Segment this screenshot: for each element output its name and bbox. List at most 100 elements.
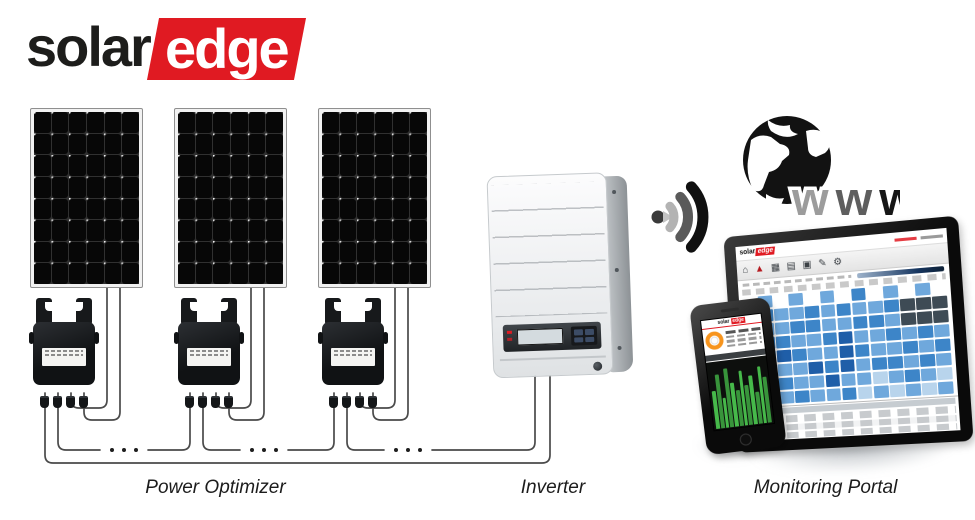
panel-cell: [374, 112, 392, 133]
portal-grid-cell: [870, 342, 886, 357]
logo-text-solar: solar: [26, 15, 152, 78]
inverter-groove: [499, 355, 606, 362]
mounting-hook-icon: [364, 298, 381, 325]
panel-cell: [230, 133, 248, 155]
portal-grid-cell: [883, 299, 900, 313]
panel-cell: [339, 263, 357, 284]
portal-grid-cell: [920, 367, 937, 382]
connector-nub: [355, 396, 364, 408]
panel-cell: [374, 133, 392, 155]
caption-monitoring-portal: Monitoring Portal: [753, 477, 898, 498]
panel-cell: [104, 263, 122, 284]
panel-cell: [195, 176, 213, 198]
panel-cell: [357, 155, 374, 176]
portal-grid-cell: [775, 335, 791, 349]
panel-cell: [104, 176, 122, 198]
portal-grid-cell: [886, 341, 903, 356]
portal-grid-cell: [868, 314, 885, 329]
reports-icon: ▣: [802, 258, 812, 271]
panel-cell: [104, 112, 122, 133]
mounting-hook-icon: [220, 298, 237, 325]
caption-power-optimizer: Power Optimizer: [145, 477, 286, 498]
panel-cell: [230, 198, 248, 220]
solar-panel-cells: [322, 112, 427, 284]
connector-nub: [329, 396, 338, 408]
panel-cell: [248, 133, 266, 155]
portal-grid-cell: [773, 294, 788, 307]
panel-cell: [51, 263, 69, 284]
optimizer-body: [29, 322, 99, 385]
connector-nub: [185, 396, 194, 408]
portal-grid-cell: [774, 321, 790, 336]
panel-cell: [248, 198, 266, 220]
panel-cell: [34, 155, 51, 176]
phone-energy-chart: [706, 355, 774, 431]
panel-cell: [178, 155, 195, 176]
portal-grid-cell: [806, 333, 822, 347]
portal-grid-cell: [869, 328, 886, 343]
inverter-keypad: [570, 325, 598, 346]
portal-grid-cell: [837, 316, 853, 331]
portal-grid-cell: [887, 355, 904, 370]
portal-grid-cell: [778, 376, 794, 391]
panel-cell: [339, 155, 357, 176]
portal-logo-edge: edge: [754, 246, 776, 257]
panel-cell: [266, 220, 283, 241]
solaredge-logo: solar edge: [26, 15, 306, 80]
www-letter-3: w: [878, 172, 900, 225]
panel-cell: [266, 133, 283, 155]
portal-grid-cell: [932, 295, 948, 310]
portal-grid-cell: [902, 340, 919, 355]
connector-nub: [342, 396, 351, 408]
panel-cell: [230, 112, 248, 133]
portal-grid-cell: [856, 371, 872, 386]
portal-grid-cell: [937, 366, 953, 381]
panel-cell: [392, 112, 410, 133]
panel-cell: [213, 155, 230, 176]
panel-cell: [392, 155, 410, 176]
panel-cell: [213, 176, 230, 198]
energy-gauge-icon: [704, 330, 725, 351]
panel-cell: [86, 263, 104, 284]
portal-grid-cell: [899, 284, 915, 298]
panel-cell: [69, 176, 86, 198]
connector-nub: [79, 396, 88, 408]
panel-cell: [122, 155, 139, 176]
portal-grid-cell: [888, 369, 905, 384]
portal-grid-cell: [804, 292, 819, 305]
portal-grid-cell: [889, 383, 905, 398]
panel-cell: [322, 176, 339, 198]
solar-panel-cells: [34, 112, 139, 284]
portal-grid-cell: [934, 323, 950, 338]
wifi-signal-icon: [651, 181, 709, 253]
portal-grid-cell: [808, 361, 824, 375]
solar-panel-cells: [178, 112, 283, 284]
portal-grid-cell: [807, 347, 823, 361]
panel-cell: [392, 263, 410, 284]
panel-cell: [410, 155, 427, 176]
panel-cell: [339, 198, 357, 220]
panel-cell: [178, 220, 195, 241]
panel-cell: [34, 112, 51, 133]
panel-cell: [122, 133, 139, 155]
connector-nub: [198, 396, 207, 408]
panel-cell: [51, 176, 69, 198]
portal-grid-cell: [822, 332, 838, 346]
panel-cell: [195, 220, 213, 241]
portal-grid-cell: [921, 381, 938, 396]
portal-grid-cell: [872, 370, 888, 385]
panel-cell: [195, 112, 213, 133]
portal-grid-cell: [882, 285, 899, 299]
solar-panel-2: [174, 108, 287, 288]
panel-cell: [374, 220, 392, 241]
portal-grid-cell: [903, 354, 920, 369]
portal-grid-cell: [776, 349, 792, 363]
portal-grid-cell: [931, 281, 947, 295]
www-letter-1: w: [791, 172, 829, 225]
panel-cell: [410, 176, 427, 198]
panel-cell: [86, 198, 104, 220]
panel-cell: [34, 263, 51, 284]
string-continuation-dots: [110, 448, 422, 452]
portal-grid-cell: [917, 325, 934, 339]
